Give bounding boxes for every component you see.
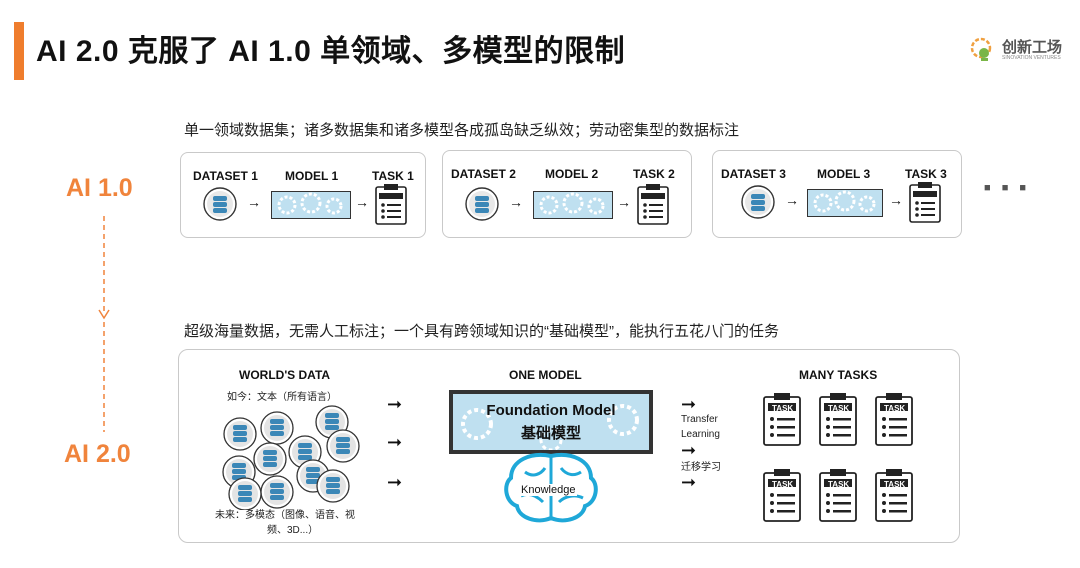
task-icon-label: TASK [772,404,794,413]
arrow-icon: → [785,192,799,208]
transfer-cn: 迁移学习 [681,462,721,473]
arrow-icon: → [617,194,631,210]
dataset-label: DATASET 3 [721,167,786,181]
arrow-icon: ➞ [681,394,697,414]
arrow-icon: → [509,194,523,210]
model-label: MODEL 3 [817,167,871,181]
arrow-icon: ➞ [681,472,697,492]
task-clipboard-icon: TASK [763,468,801,527]
task-clipboard-icon: TASK [819,468,857,527]
task-icon-label: TASK [884,404,906,413]
task-clipboard-icon [375,184,407,225]
worlds-data-label: WORLD'S DATA [239,368,331,382]
dataset-label: DATASET 1 [193,169,258,183]
ai2-panel: WORLD'S DATA 如今：文本（所有语言） 未来：多模态（图像、语音、视 … [178,349,960,543]
model-gears-icon [271,191,351,219]
lightbulb-logo-icon [970,37,992,61]
task-clipboard-icon: TASK [819,392,857,451]
ai2-label: AI 2.0 [64,440,131,468]
now-text: 如今：文本（所有语言） [227,392,337,403]
transfer-line2: Learning [681,429,720,440]
ai2-caption: 超级海量数据，无需人工标注；一个具有跨领域知识的“基础模型”，能执行五花八门的任… [184,323,779,340]
database-icon [741,185,775,219]
task-clipboard-icon: TASK [875,468,913,527]
model-gears-icon [461,404,639,450]
task-label: TASK 2 [633,167,675,181]
task-clipboard-icon: TASK [875,392,913,451]
knowledge-label: Knowledge [519,484,578,496]
one-model-label: ONE MODEL [509,368,582,382]
task-icon-label: TASK [884,480,906,489]
transfer-line1: Transfer [681,414,718,425]
arrow-icon: ➞ [387,432,403,452]
more-ellipsis: ■ ■ ■ [984,182,1031,194]
foundation-model-box: Foundation Model 基础模型 [449,390,653,454]
arrow-icon: ➞ [387,394,403,414]
many-tasks-label: MANY TASKS [799,368,878,382]
dataset-label: DATASET 2 [451,167,516,181]
model-gears-icon [533,191,613,219]
task-grid: TASK TASK TASK TASK TASK TASK [763,392,933,532]
model-gears-icon [807,189,883,217]
future-text-line1: 未来：多模态（图像、语音、视 [215,510,355,521]
future-text-line2: 频、3D...） [267,525,319,536]
task-label: TASK 3 [905,167,947,181]
ai1-group-1: DATASET 1 MODEL 1 TASK 1 → → [180,152,426,238]
arrow-icon: ➞ [387,472,403,492]
database-icon [203,187,237,221]
ai1-group-3: DATASET 3 MODEL 3 TASK 3 → → [712,150,962,238]
ai1-caption: 单一领域数据集；诸多数据集和诸多模型各成孤岛缺乏纵效；劳动密集型的数据标注 [184,122,740,139]
progress-dashed-arrow [98,216,110,432]
task-icon-label: TASK [828,480,850,489]
model-label: MODEL 2 [545,167,599,181]
task-label: TASK 1 [372,169,414,183]
foundation-model-en: Foundation Model [486,402,616,419]
ai1-group-2: DATASET 2 MODEL 2 TASK 2 → → [442,150,692,238]
arrow-icon: → [355,194,369,210]
model-label: MODEL 1 [285,169,339,183]
logo: 创新工场 SINOVATION VENTURES [966,34,1076,68]
arrow-icon: → [247,194,261,210]
ai1-label: AI 1.0 [66,174,133,202]
foundation-model-cn: 基础模型 [520,425,581,442]
title-accent-bar [14,22,24,80]
task-icon-label: TASK [828,404,850,413]
task-clipboard-icon [637,184,669,225]
task-clipboard-icon [909,182,941,223]
page-title: AI 2.0 克服了 AI 1.0 单领域、多模型的限制 [36,35,626,68]
logo-name-cn: 创新工场 [1002,39,1063,56]
database-cluster-icon [222,405,360,510]
database-icon [465,187,499,221]
logo-name-en: SINOVATION VENTURES [1002,55,1061,61]
arrow-icon: → [889,192,903,208]
arrow-icon: ➞ [681,440,697,460]
task-icon-label: TASK [772,480,794,489]
task-clipboard-icon: TASK [763,392,801,451]
